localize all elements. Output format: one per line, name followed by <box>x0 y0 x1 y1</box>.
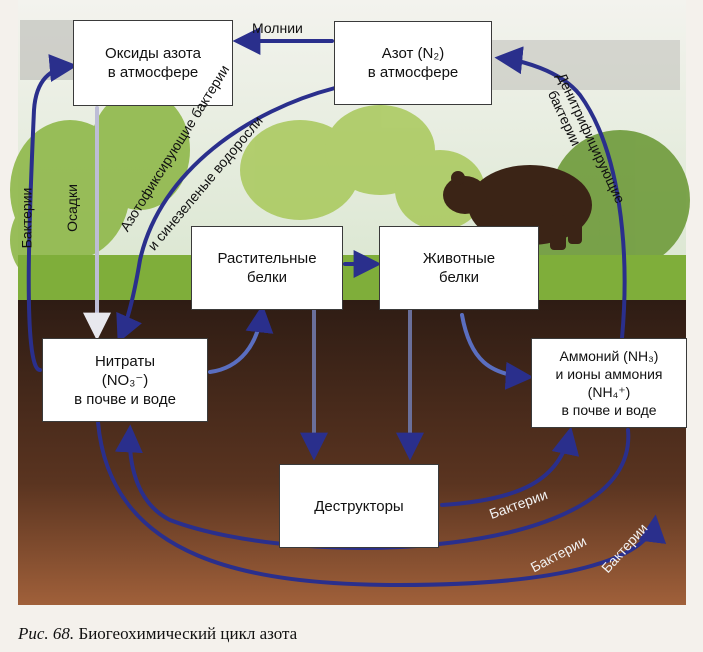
plant-line2: белки <box>247 269 287 286</box>
ammonium-line1: Аммоний (NH₃) <box>559 348 659 364</box>
arrow-decomposers-ammonium <box>440 426 580 507</box>
arrow-denitrifying <box>494 46 627 340</box>
arrow-nitrates-plant <box>208 304 274 374</box>
rain-cloud-right <box>480 40 680 90</box>
label-precipitation: Осадки <box>63 184 80 232</box>
grass-strip <box>18 255 686 300</box>
animal-line1: Животные <box>422 250 496 267</box>
caption-text: Биогеохимический цикл азота <box>78 624 298 643</box>
label-bacteria-left: Бактерии <box>18 187 35 249</box>
nitrates-line2: (NO₃⁻) <box>101 371 149 389</box>
arrow-bacteria-left <box>26 54 78 372</box>
label-lightning: Молнии <box>252 20 303 36</box>
figure-caption: Рис. 68. Биогеохимический цикл азота <box>18 624 297 644</box>
plant-line1: Растительные <box>217 250 317 267</box>
box-plant-proteins: Растительные белки <box>191 226 343 310</box>
box-oxides-of-nitrogen: Оксиды азота в атмосфере <box>73 20 233 106</box>
nitrates-line3: в почве и воде <box>74 390 176 408</box>
decomposers-line1: Деструкторы <box>314 497 404 515</box>
page-bottom <box>0 605 703 652</box>
arrow-nitrogen-fixing <box>116 86 337 344</box>
arrow-animal-ammonium <box>460 313 534 390</box>
animal-line2: белки <box>439 269 479 286</box>
nitrates-line1: Нитраты <box>94 352 156 370</box>
oxides-line1: Оксиды азота <box>105 45 201 62</box>
box-decomposers: Деструкторы <box>279 464 439 548</box>
ammonium-line2: и ионы аммония <box>555 366 663 382</box>
box-animal-proteins: Животные белки <box>379 226 539 310</box>
caption-fig-number: Рис. 68. <box>18 624 75 643</box>
arrow-nitrates-ammonium <box>96 420 667 588</box>
ammonium-line4: в почве и воде <box>561 402 657 418</box>
box-atmospheric-nitrogen: Азот (N₂) в атмосфере <box>334 21 492 105</box>
oxides-line2: в атмосфере <box>107 64 199 81</box>
ammonium-line3: (NH₄⁺) <box>587 384 631 400</box>
box-nitrates: Нитраты (NO₃⁻) в почве и воде <box>42 338 208 422</box>
nitrogen-line1: Азот (N₂) <box>381 45 445 62</box>
box-ammonium: Аммоний (NH₃) и ионы аммония (NH₄⁺) в по… <box>531 338 687 428</box>
nitrogen-line2: в атмосфере <box>367 64 459 81</box>
